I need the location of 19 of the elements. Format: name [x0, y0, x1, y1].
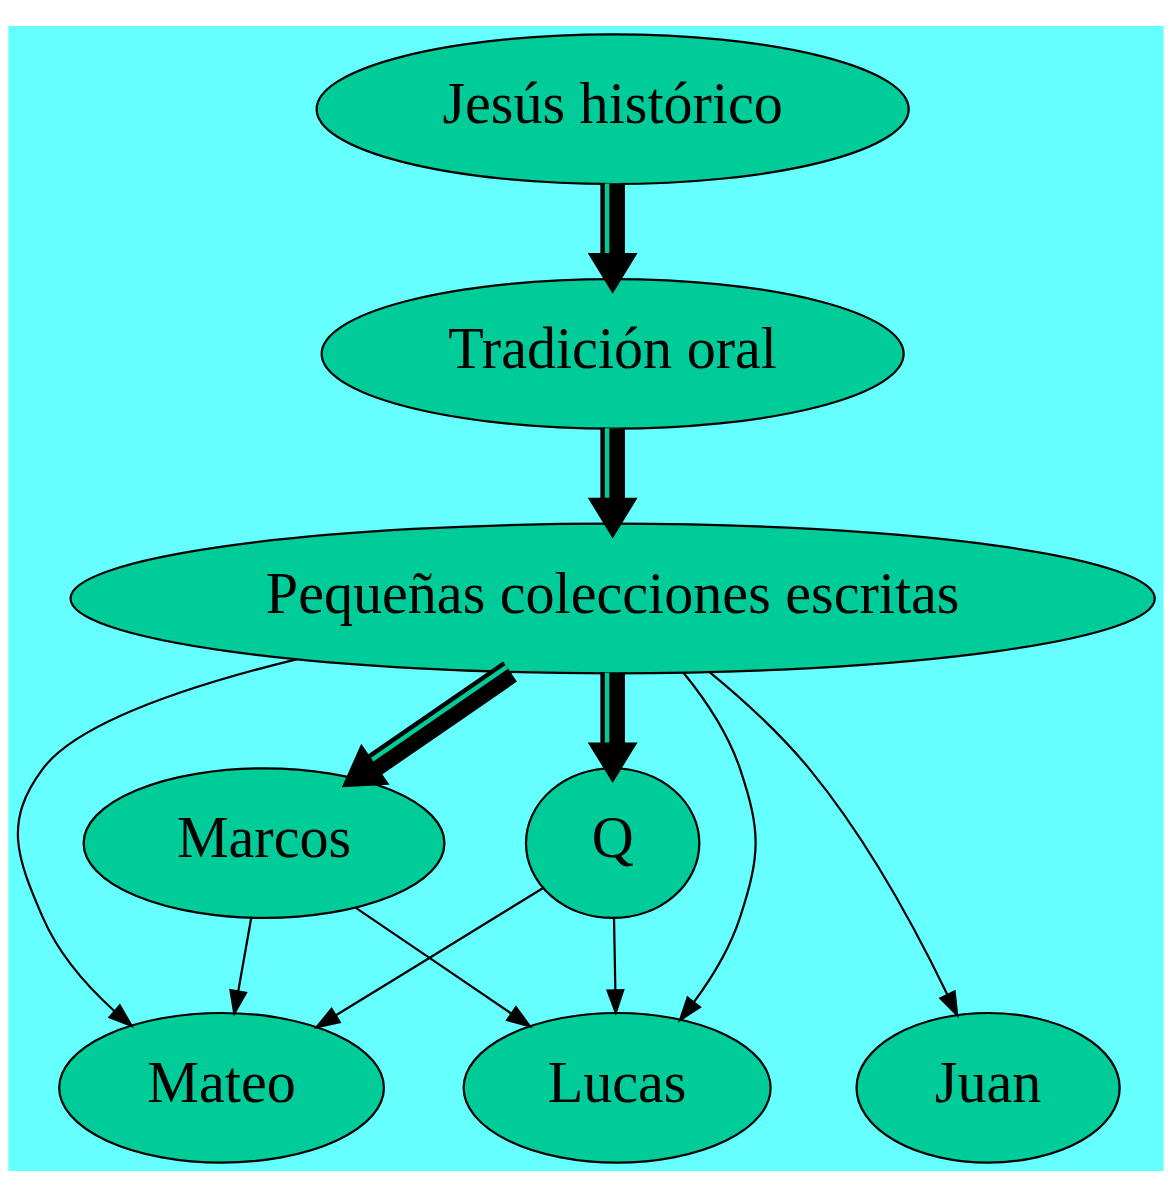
- arrow: [313, 886, 544, 1029]
- node-ellipse: Mateo: [58, 1011, 386, 1164]
- arrow: [587, 427, 638, 538]
- node-ellipse: Jesús histórico: [315, 32, 910, 185]
- node-ellipse: Marcos: [82, 766, 446, 919]
- arrow: [587, 672, 638, 783]
- node-ellipse: Q: [524, 766, 701, 919]
- arrow: [341, 660, 517, 787]
- node-ellipse: Pequeñas colecciones escritas: [69, 522, 1156, 674]
- arrow: [16, 657, 298, 1028]
- node-ellipse: Lucas: [462, 1011, 772, 1164]
- arrow: [587, 183, 638, 294]
- arrow: [678, 671, 757, 1023]
- node-ellipse: Juan: [855, 1011, 1121, 1164]
- arrow: [605, 916, 625, 1016]
- arrow: [229, 916, 253, 1017]
- arrow: [355, 906, 533, 1028]
- node-ellipse: Tradición oral: [320, 277, 905, 430]
- arrow: [708, 670, 959, 1018]
